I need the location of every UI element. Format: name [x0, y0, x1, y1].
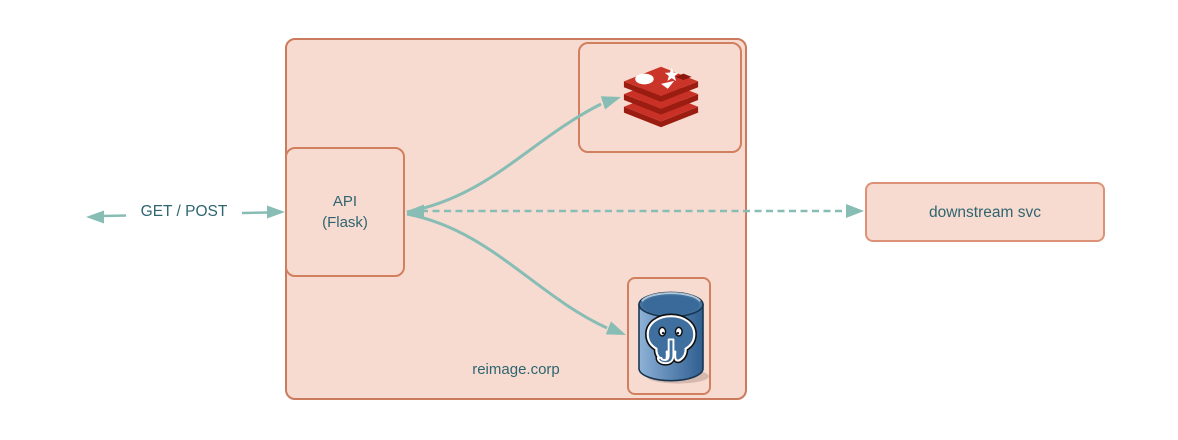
api-label-line2: (Flask)	[322, 214, 368, 231]
redis-icon	[620, 65, 702, 131]
node-redis	[578, 42, 742, 153]
api-label-line1: API	[332, 193, 358, 210]
container-label: reimage.corp	[472, 361, 560, 378]
client-edge-label: GET / POST	[126, 202, 242, 222]
postgresql-icon	[632, 289, 710, 386]
node-api-flask: API (Flask)	[285, 147, 405, 277]
node-downstream-svc: downstream svc	[865, 182, 1105, 242]
downstream-label: downstream svc	[929, 203, 1041, 221]
node-postgresql	[627, 277, 711, 395]
